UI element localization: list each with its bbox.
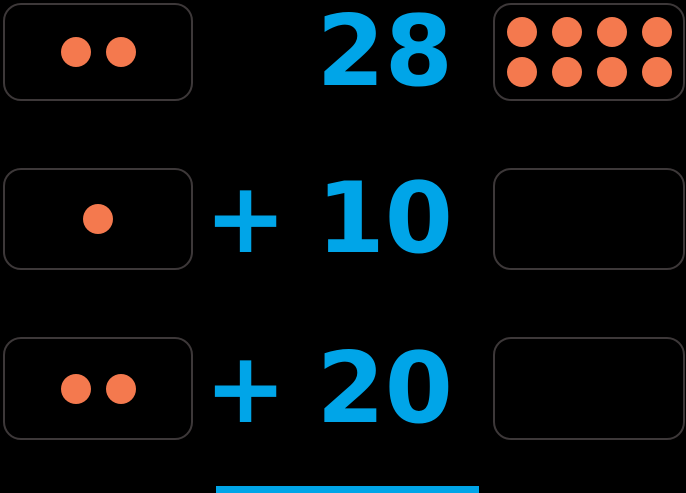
tens-dots-box bbox=[3, 3, 193, 101]
problem-row: + 20 bbox=[0, 337, 686, 440]
operator: + bbox=[204, 331, 287, 446]
number-value: 10 bbox=[316, 162, 453, 276]
counter-dot bbox=[551, 17, 582, 47]
math-line: + 20 bbox=[0, 337, 453, 440]
tens-dots-box bbox=[3, 337, 193, 440]
problem-row: 28 bbox=[0, 3, 686, 101]
number-value: 20 bbox=[316, 331, 453, 446]
counter-dot bbox=[596, 17, 627, 47]
counter-dot bbox=[506, 17, 537, 47]
counter-dot bbox=[641, 17, 672, 47]
counter-dot bbox=[83, 204, 113, 234]
counter-dot bbox=[105, 373, 136, 404]
tens-dots-box bbox=[3, 168, 193, 270]
counter-dot bbox=[641, 57, 672, 87]
counter-dot bbox=[506, 57, 537, 87]
dots-group bbox=[16, 373, 181, 404]
counter-dot bbox=[551, 57, 582, 87]
counter-dot bbox=[105, 37, 136, 67]
sum-line bbox=[216, 486, 479, 493]
dots-group bbox=[16, 37, 181, 67]
math-line: + 10 bbox=[0, 168, 453, 270]
dots-group bbox=[506, 17, 672, 87]
number-value: 28 bbox=[316, 0, 453, 109]
problem-row: + 10 bbox=[0, 168, 686, 270]
answer-box[interactable] bbox=[493, 337, 685, 440]
counter-dot bbox=[60, 37, 91, 67]
counter-dot bbox=[60, 373, 91, 404]
math-line: 28 bbox=[0, 3, 453, 101]
dots-group bbox=[16, 204, 181, 234]
ones-dots-box bbox=[493, 3, 685, 101]
operator: + bbox=[204, 162, 287, 276]
answer-box[interactable] bbox=[493, 168, 685, 270]
counter-dot bbox=[596, 57, 627, 87]
